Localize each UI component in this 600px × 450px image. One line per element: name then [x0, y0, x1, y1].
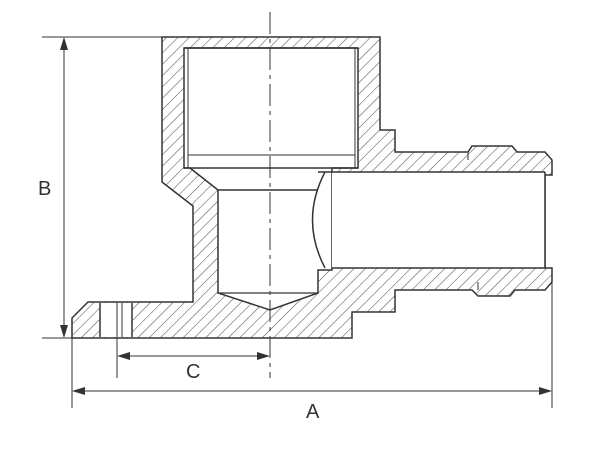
dimension-a-arrow-left [72, 387, 85, 395]
dimension-a-arrow-right [539, 387, 552, 395]
dimension-a-label: A [306, 401, 320, 423]
dimension-b-label: B [38, 178, 51, 200]
dimension-c-arrow-left [117, 352, 130, 360]
bore-intersection-curve [311, 171, 326, 269]
dimension-b-arrow-top [60, 37, 68, 50]
branch-bore-interior [332, 172, 545, 268]
dimension-c-label: C [186, 361, 200, 383]
mounting-hole [100, 303, 132, 337]
dimension-b-arrow-bottom [60, 325, 68, 338]
dimension-c-arrow-right [257, 352, 270, 360]
